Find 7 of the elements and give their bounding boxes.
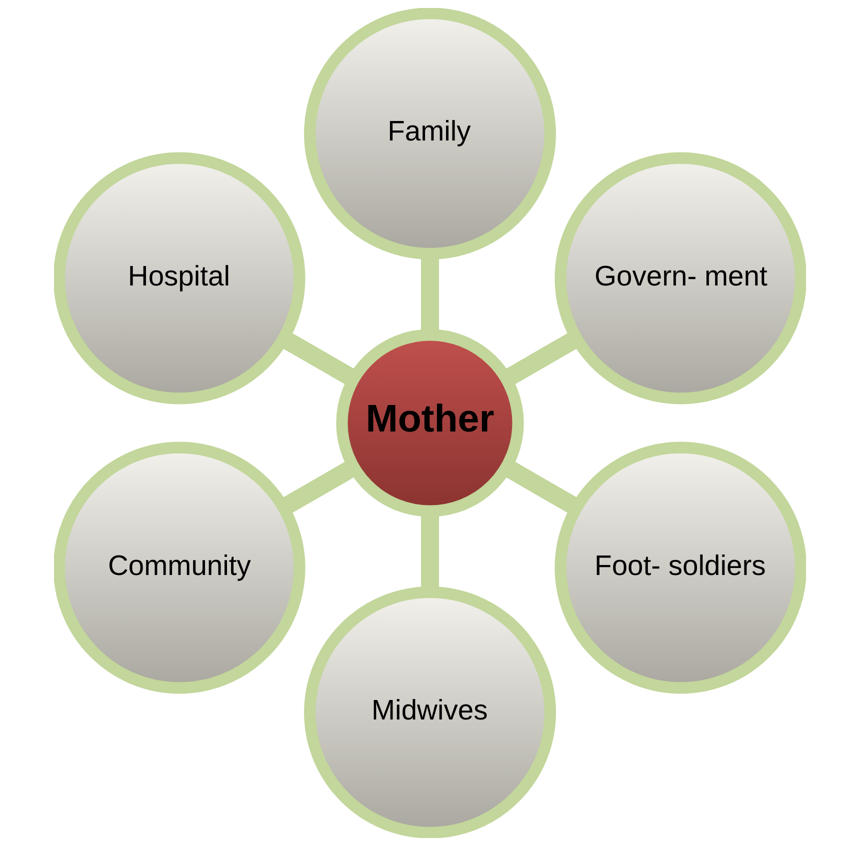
node-circle: Midwives: [304, 586, 556, 838]
node-circle: Hospital: [54, 152, 305, 404]
node-circle: Govern- ment: [554, 152, 806, 404]
node-circle: Community: [54, 442, 305, 694]
node-circle: Family: [304, 8, 556, 260]
node-circle: Foot- soldiers: [554, 442, 806, 694]
node-circle: Mother: [336, 329, 524, 517]
